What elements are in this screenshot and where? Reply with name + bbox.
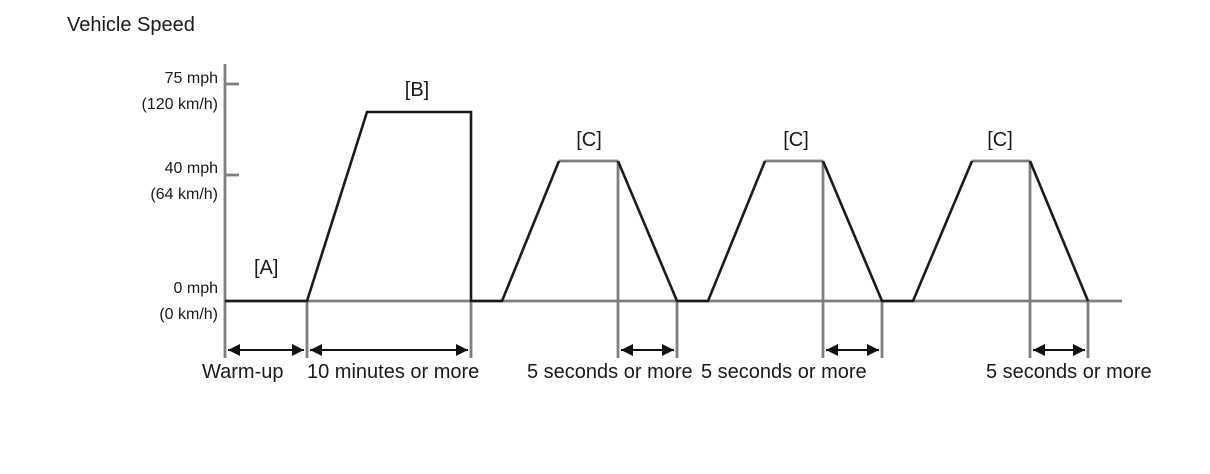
y-tick-label-40mph: 40 mph (64 km/h) — [150, 156, 218, 208]
y-tick-label-0mph: 0 mph (0 km/h) — [159, 276, 218, 328]
phase-label-c-2: [C] — [783, 129, 809, 151]
axis-and-guide-lines — [223, 64, 1122, 358]
y-tick-0mph-secondary: (0 km/h) — [159, 306, 218, 323]
phase-label-c-1: [C] — [576, 129, 602, 151]
phase-label-c-3: [C] — [987, 129, 1013, 151]
y-tick-0mph-primary: 0 mph — [173, 280, 218, 297]
y-tick-75mph-secondary: (120 km/h) — [141, 96, 218, 113]
phase-label-b: [B] — [404, 79, 430, 101]
duration-label-5sec-1: 5 seconds or more — [527, 361, 693, 383]
duration-label-5sec-2: 5 seconds or more — [701, 361, 867, 383]
phase-label-a: [A] — [254, 257, 279, 279]
y-tick-label-75mph: 75 mph (120 km/h) — [142, 66, 218, 118]
y-tick-75mph-primary: 75 mph — [164, 70, 218, 87]
duration-label-warmup: Warm-up — [202, 361, 284, 383]
duration-label-5sec-3: 5 seconds or more — [986, 361, 1152, 383]
y-tick-40mph-primary: 40 mph — [164, 160, 218, 177]
chart-title: Vehicle Speed — [67, 14, 195, 36]
duration-label-10min: 10 minutes or more — [307, 361, 480, 383]
y-tick-40mph-secondary: (64 km/h) — [150, 186, 218, 203]
speed-trace-lines — [225, 110, 1090, 303]
